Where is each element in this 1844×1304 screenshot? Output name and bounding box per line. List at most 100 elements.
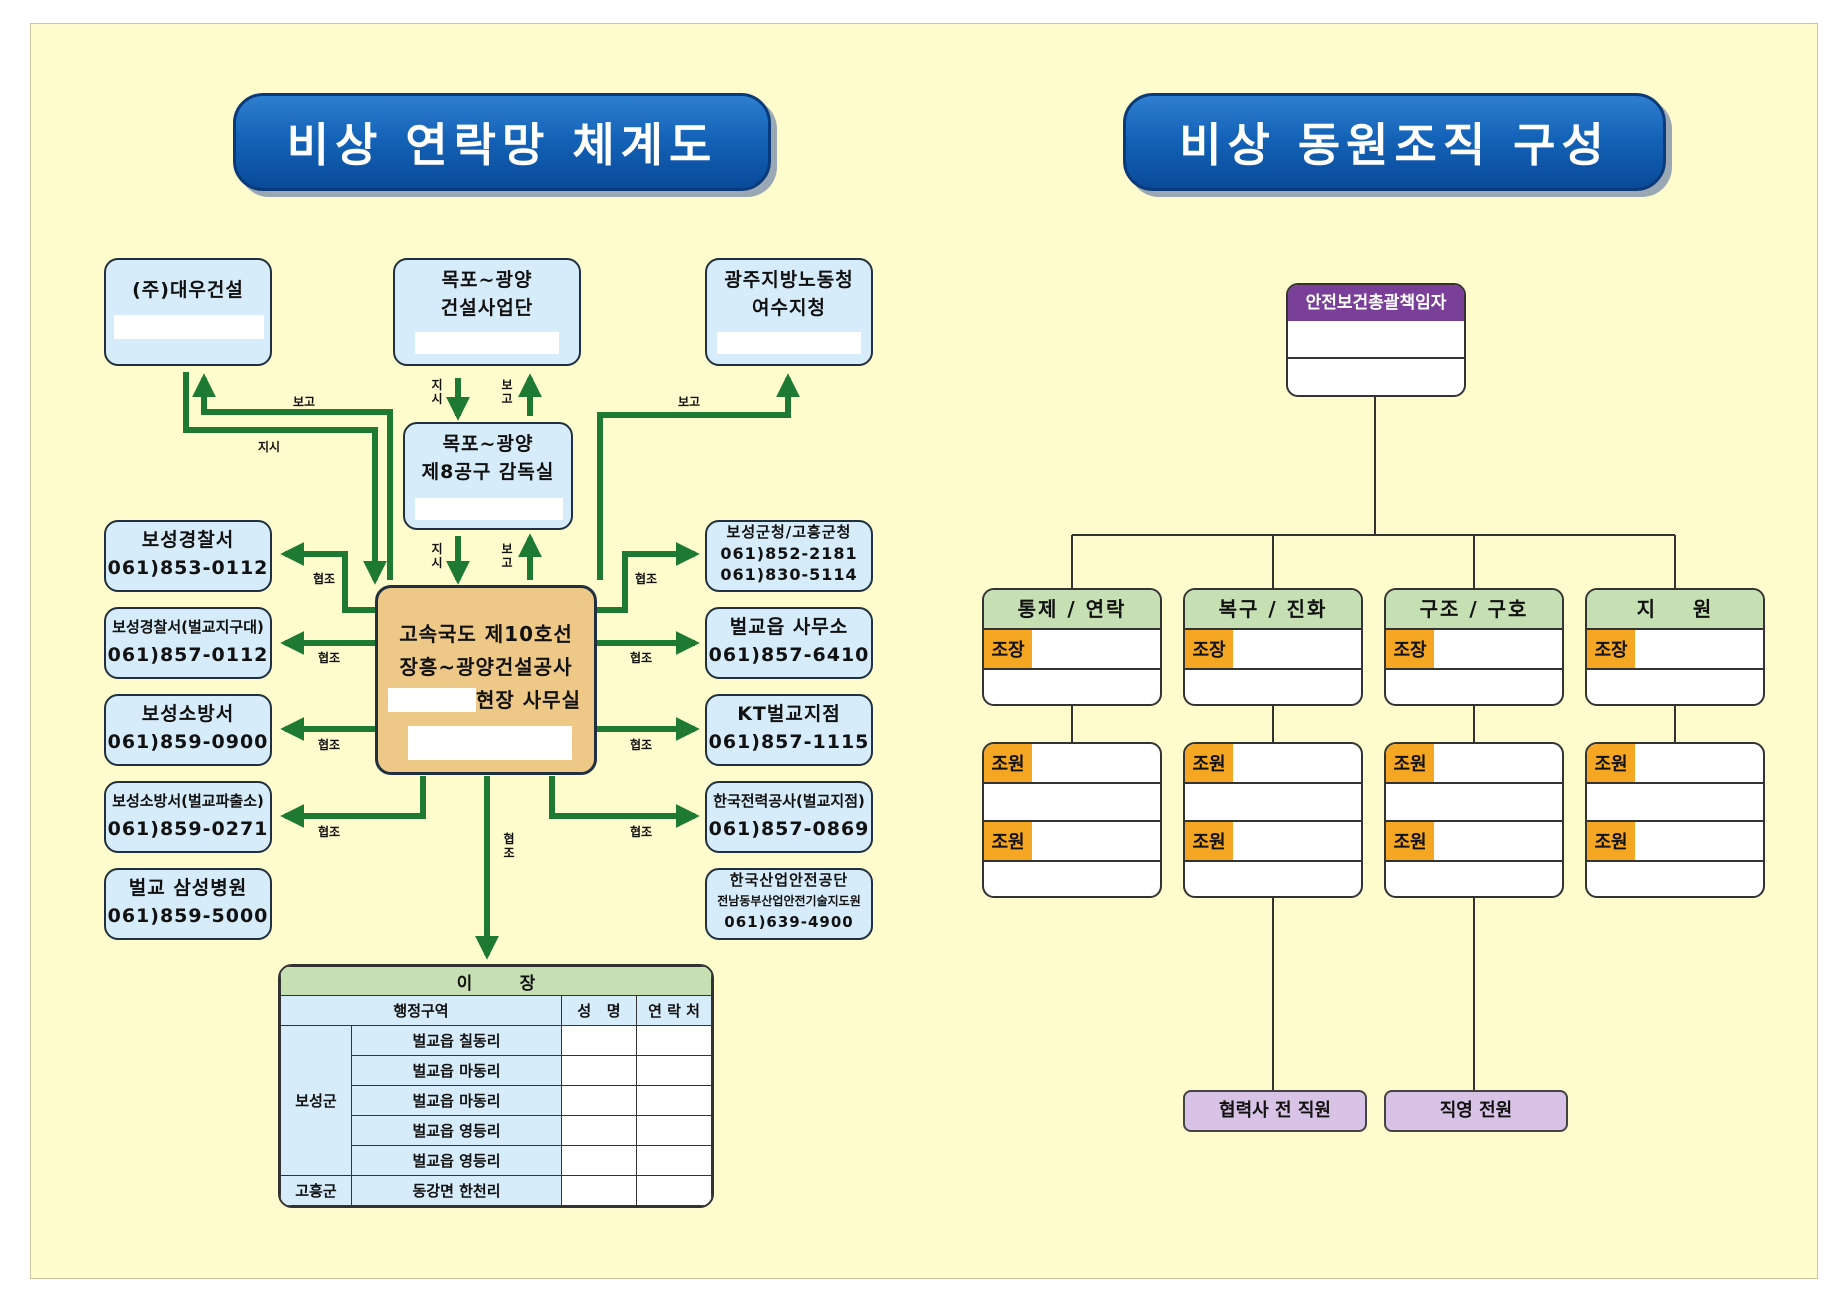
label-report-v1: 보 고 <box>501 378 513 406</box>
member-row: 조원 <box>1587 822 1763 862</box>
kt-name: KT벌교지점 <box>737 703 841 725</box>
org-top-blank <box>1288 321 1464 359</box>
supervision-line2: 제8공구 감독실 <box>421 461 555 483</box>
label-report-labor: 보고 <box>678 395 701 409</box>
town-office-name: 벌교읍 사무소 <box>729 616 849 638</box>
label-coop-r3: 협조 <box>630 738 653 752</box>
kepco-name: 한국전력공사(벌교지점) <box>713 792 865 810</box>
team-control: 통제 / 연락 조장 <box>982 588 1162 706</box>
member-tag: 조원 <box>1587 822 1635 860</box>
village-name-cell <box>560 1085 637 1116</box>
kt-phone: 061)857-1115 <box>708 731 870 753</box>
village-contact-cell <box>635 1085 712 1116</box>
village-head-table: 이 장 행정구역 성 명 연 락 처 보성군 벌교읍 칠동리 벌교읍 마동리 벌… <box>278 964 714 1208</box>
team-support-title: 지 원 <box>1587 590 1763 630</box>
kosha-name: 한국산업안전공단 <box>729 871 849 889</box>
member-tag: 조원 <box>1587 744 1635 782</box>
member-row: 조원 <box>984 822 1160 862</box>
village-row: 동강면 한천리 <box>351 1175 562 1206</box>
village-name-cell <box>560 1025 637 1056</box>
center-line2: 장흥~광양건설공사 <box>399 655 573 679</box>
label-coop-l1: 협조 <box>313 572 336 586</box>
member-tag: 조원 <box>1185 744 1233 782</box>
box-police: 보성경찰서 061)853-0112 <box>104 520 272 592</box>
team-recovery: 복구 / 진화 조장 <box>1183 588 1363 706</box>
kepco-phone: 061)857-0869 <box>708 818 870 840</box>
box-fire: 보성소방서 061)859-0900 <box>104 694 272 766</box>
hospital-phone: 061)859-5000 <box>107 905 269 927</box>
village-name-cell <box>560 1145 637 1176</box>
fire-name: 보성소방서 <box>141 703 235 725</box>
box-police-branch: 보성경찰서(벌교지구대) 061)857-0112 <box>104 607 272 679</box>
labor-line1: 광주지방노동청 <box>724 269 854 291</box>
village-contact-cell <box>635 1025 712 1056</box>
village-contact-cell <box>635 1175 712 1206</box>
village-row: 벌교읍 영등리 <box>351 1145 562 1176</box>
box-kt: KT벌교지점 061)857-1115 <box>705 694 873 766</box>
kosha-sub: 전남동부산업안전기술지도원 <box>717 894 861 908</box>
village-name-cell <box>560 1055 637 1086</box>
box-town-office: 벌교읍 사무소 061)857-6410 <box>705 607 873 679</box>
village-header-name: 성 명 <box>560 995 637 1026</box>
member-row: 조원 <box>1185 744 1361 784</box>
fire-phone: 061)859-0900 <box>107 731 269 753</box>
village-name-cell <box>560 1115 637 1146</box>
label-report-daewoo: 보고 <box>293 395 316 409</box>
fire-branch-name: 보성소방서(벌교파출소) <box>112 792 264 810</box>
label-coop-l2: 협조 <box>318 651 341 665</box>
village-county-boseong: 보성군 <box>280 1025 352 1176</box>
box-hospital: 벌교 삼성병원 061)859-5000 <box>104 868 272 940</box>
partner-all-staff: 협력사 전 직원 <box>1183 1090 1367 1132</box>
center-line1: 고속국도 제10호선 <box>399 622 573 646</box>
mokpo-office-line2: 건설사업단 <box>440 297 534 319</box>
village-contact-cell <box>635 1115 712 1146</box>
title-banner-right: 비상 동원조직 구성 <box>1123 93 1666 191</box>
label-coop-r1: 협조 <box>635 572 658 586</box>
label-coop-r2: 협조 <box>630 651 653 665</box>
member-row: 조원 <box>1587 744 1763 784</box>
center-line3: 현장 사무실 <box>476 688 581 712</box>
member-tag: 조원 <box>1386 822 1434 860</box>
daewoo-name: (주)대우건설 <box>132 279 244 301</box>
label-coop-l3: 협조 <box>318 738 341 752</box>
team-rescue-title: 구조 / 구호 <box>1386 590 1562 630</box>
leader-tag: 조장 <box>1587 630 1635 668</box>
label-coop-down: 협 조 <box>503 832 515 860</box>
member-blank-row <box>1386 784 1562 822</box>
title-left: 비상 연락망 체계도 <box>286 118 718 172</box>
member-blank-row <box>1185 784 1361 822</box>
box-kepco: 한국전력공사(벌교지점) 061)857-0869 <box>705 781 873 853</box>
supervision-blank <box>415 498 563 520</box>
center-blank-2 <box>408 726 572 760</box>
village-row: 벌교읍 칠동리 <box>351 1025 562 1056</box>
team-support: 지 원 조장 <box>1585 588 1765 706</box>
village-header-area: 행정구역 <box>280 995 562 1026</box>
label-instruct-v1: 지 시 <box>431 378 443 406</box>
members-support: 조원 조원 <box>1585 742 1765 898</box>
member-row: 조원 <box>1386 822 1562 862</box>
supervision-line1: 목포~광양 <box>442 433 534 455</box>
village-contact-cell <box>635 1145 712 1176</box>
village-row: 벌교읍 영등리 <box>351 1115 562 1146</box>
leader-tag: 조장 <box>1185 630 1233 668</box>
village-table-title: 이 장 <box>280 966 712 996</box>
village-county-goheung: 고흥군 <box>280 1175 352 1206</box>
member-row: 조원 <box>1185 822 1361 862</box>
label-coop-l4: 협조 <box>318 825 341 839</box>
member-tag: 조원 <box>1386 744 1434 782</box>
box-kosha: 한국산업안전공단 전남동부산업안전기술지도원 061)639-4900 <box>705 868 873 940</box>
center-line3-row: 현장 사무실 <box>378 684 594 717</box>
police-branch-name: 보성경찰서(벌교지구대) <box>112 618 264 636</box>
title-right: 비상 동원조직 구성 <box>1179 118 1610 172</box>
kosha-phone: 061)639-4900 <box>724 913 854 931</box>
member-row: 조원 <box>1386 744 1562 784</box>
leader-tag: 조장 <box>984 630 1032 668</box>
mokpo-office-line1: 목포~광양 <box>441 269 533 291</box>
box-labor: 광주지방노동청 여수지청 <box>705 258 873 366</box>
member-blank-row <box>984 784 1160 822</box>
org-top-box: 안전보건총괄책임자 <box>1286 283 1466 397</box>
member-tag: 조원 <box>984 744 1032 782</box>
police-name: 보성경찰서 <box>141 529 235 551</box>
county-phone1: 061)852-2181 <box>720 544 858 563</box>
